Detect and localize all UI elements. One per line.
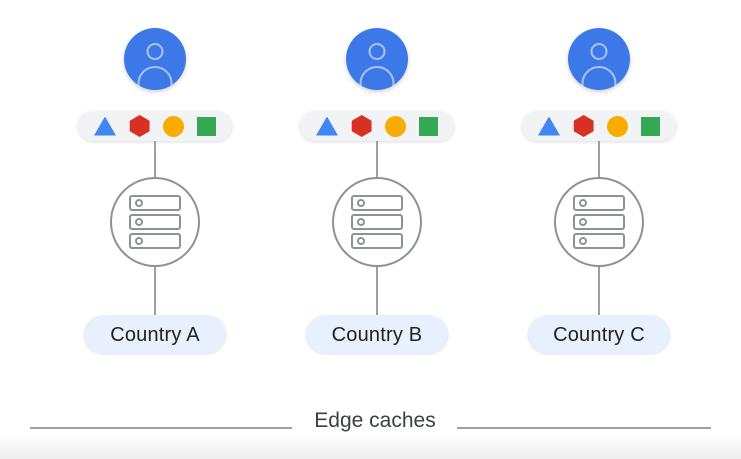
- server-tray: [129, 214, 181, 230]
- connector-line: [154, 267, 156, 315]
- server-dot: [135, 218, 143, 226]
- divider-line-right: [457, 427, 711, 429]
- connector-line: [376, 141, 378, 177]
- edge-cache-server-icon: [332, 177, 422, 267]
- edge-cache-server-icon: [554, 177, 644, 267]
- avatar-torso: [359, 65, 395, 90]
- square-icon: [196, 116, 216, 136]
- connector-line: [598, 141, 600, 177]
- avatar-head: [368, 42, 386, 60]
- edge-cache-server-icon: [110, 177, 200, 267]
- content-types-pill: [78, 111, 232, 141]
- content-types-pill: [522, 111, 676, 141]
- circle-icon: [163, 115, 185, 137]
- hexagon-icon: [351, 115, 372, 137]
- country-label: Country B: [305, 315, 449, 355]
- square-icon: [418, 116, 438, 136]
- server-tray: [129, 195, 181, 211]
- avatar-torso: [581, 65, 617, 90]
- avatar-torso: [137, 65, 173, 90]
- avatar-head: [590, 42, 608, 60]
- triangle-icon: [538, 116, 560, 136]
- server-dot: [135, 199, 143, 207]
- connector-line: [598, 267, 600, 315]
- content-types-pill: [300, 111, 454, 141]
- server-dot: [579, 199, 587, 207]
- country-group-c: Country C: [488, 0, 710, 355]
- server-tray: [129, 233, 181, 249]
- country-label: Country A: [83, 315, 227, 355]
- server-tray: [573, 233, 625, 249]
- country-group-a: Country A: [44, 0, 266, 355]
- user-avatar-icon: [568, 28, 630, 90]
- server-dot: [579, 218, 587, 226]
- triangle-icon: [94, 116, 116, 136]
- avatar-head: [146, 42, 164, 60]
- server-tray: [573, 214, 625, 230]
- server-dot: [357, 237, 365, 245]
- connector-line: [376, 267, 378, 315]
- server-dot: [357, 199, 365, 207]
- server-tray: [573, 195, 625, 211]
- divider-line-left: [30, 427, 292, 429]
- circle-icon: [385, 115, 407, 137]
- country-columns: Country A Country B: [44, 0, 710, 355]
- diagram-caption: Edge caches: [314, 409, 436, 432]
- country-label: Country C: [527, 315, 671, 355]
- user-avatar-icon: [346, 28, 408, 90]
- connector-line: [154, 141, 156, 177]
- server-dot: [135, 237, 143, 245]
- server-tray: [351, 233, 403, 249]
- server-dot: [357, 218, 365, 226]
- user-avatar-icon: [124, 28, 186, 90]
- hexagon-icon: [573, 115, 594, 137]
- server-tray: [351, 195, 403, 211]
- server-tray: [351, 214, 403, 230]
- server-dot: [579, 237, 587, 245]
- country-group-b: Country B: [266, 0, 488, 355]
- hexagon-icon: [129, 115, 150, 137]
- square-icon: [640, 116, 660, 136]
- circle-icon: [607, 115, 629, 137]
- triangle-icon: [316, 116, 338, 136]
- bottom-fade: [0, 435, 741, 459]
